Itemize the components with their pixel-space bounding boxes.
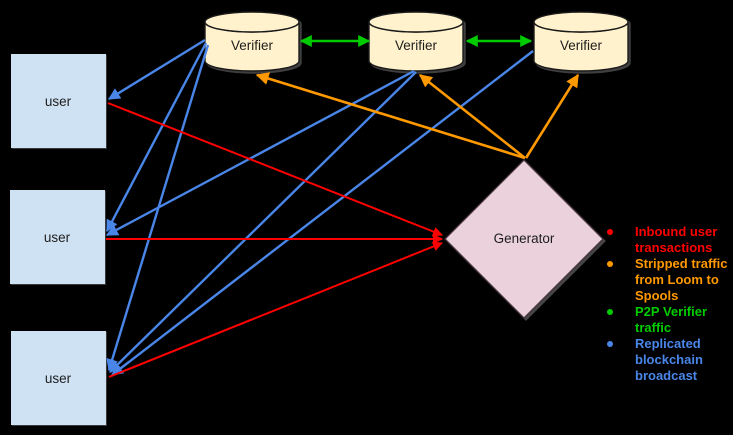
verifier-node-2: Verifier <box>368 11 464 72</box>
legend-item-stripped: Stripped traffic from Loom to Spools <box>600 256 732 304</box>
user-node-1: user <box>11 54 106 148</box>
edge-layer <box>105 35 580 378</box>
legend-label-p2p: P2P Verifier traffic <box>635 304 729 336</box>
user-label: user <box>45 94 72 109</box>
edge-replicated-verifier-1-to-user-1 <box>107 38 206 101</box>
verifier-node-1: Verifier <box>204 11 300 72</box>
edge-inbound-user-3-to-generator <box>108 241 443 378</box>
edge-inbound-user-1-to-generator <box>107 102 443 237</box>
edge-replicated-verifier-1-to-user-2 <box>105 42 208 233</box>
legend-label-inbound: Inbound user transactions <box>635 224 729 256</box>
verifier-label: Verifier <box>560 38 603 53</box>
legend-line: broadcast <box>635 368 698 383</box>
legend-item-p2p: P2P Verifier traffic <box>600 304 732 336</box>
legend-item-replicated: Replicated blockchain broadcast <box>600 336 732 384</box>
legend-line: P2P Verifier <box>635 304 708 319</box>
edge-stripped-generator-to-verifier-3 <box>524 73 580 159</box>
legend-bullet-stripped <box>607 261 613 267</box>
generator-label: Generator <box>494 231 555 246</box>
legend-line: Replicated <box>635 336 701 351</box>
cylinder-top <box>533 11 629 33</box>
legend-line: blockchain <box>635 352 703 367</box>
cylinder-top <box>204 11 300 33</box>
user-label: user <box>45 371 72 386</box>
legend-line: from Loom to <box>635 272 719 287</box>
user-node-3: user <box>11 331 106 425</box>
generator-node: Generator <box>444 159 604 319</box>
legend-line: Inbound user <box>635 224 718 239</box>
legend: Inbound user transactions Stripped traff… <box>600 224 732 384</box>
legend-bullet-replicated <box>607 341 613 347</box>
legend-line: traffic <box>635 320 672 335</box>
edge-replicated-verifier-2-to-user-2 <box>105 69 415 237</box>
user-label: user <box>44 230 71 245</box>
legend-bullet-inbound <box>607 229 613 235</box>
verifier-node-3: Verifier <box>533 11 629 72</box>
cylinder-top <box>368 11 464 33</box>
user-node-2: user <box>10 190 105 284</box>
legend-line: transactions <box>635 240 713 255</box>
legend-bullet-p2p <box>607 309 613 315</box>
legend-item-inbound: Inbound user transactions <box>600 224 732 256</box>
verifier-label: Verifier <box>395 38 438 53</box>
edge-stripped-generator-to-verifier-2 <box>418 73 526 160</box>
edge-replicated-verifier-3-to-user-3 <box>111 50 534 376</box>
edge-stripped-generator-to-verifier-1 <box>255 72 526 160</box>
legend-line: Spools <box>635 288 679 303</box>
edge-replicated-verifier-2-to-user-3 <box>109 71 417 373</box>
legend-label-replicated: Replicated blockchain broadcast <box>635 336 729 384</box>
legend-label-stripped: Stripped traffic from Loom to Spools <box>635 256 729 304</box>
legend-line: Stripped traffic <box>635 256 728 271</box>
verifier-label: Verifier <box>231 38 274 53</box>
